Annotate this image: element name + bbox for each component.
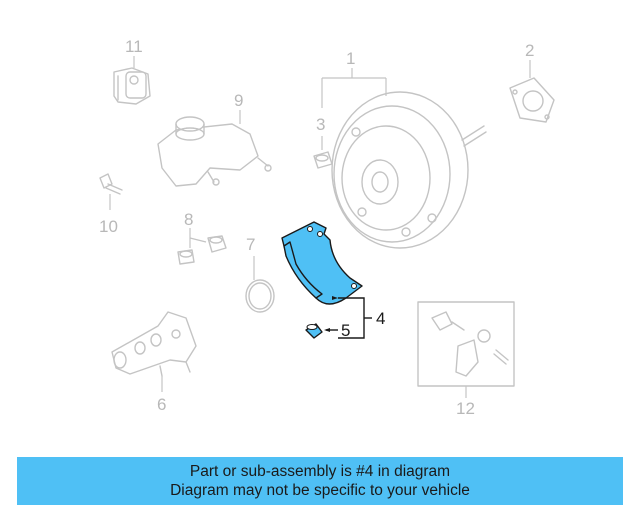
banner-line-1: Part or sub-assembly is #4 in diagram <box>189 463 451 480</box>
part-4-heat-shield[interactable] <box>281 221 363 305</box>
part-10-bolt[interactable] <box>99 173 123 195</box>
part-2-gasket-plate[interactable] <box>509 77 555 123</box>
part-8-nuts[interactable] <box>177 235 227 265</box>
callout-9: 9 <box>234 91 243 110</box>
callout-12: 12 <box>456 399 475 418</box>
callout-8: 8 <box>184 210 193 229</box>
callout-4: 4 <box>376 309 385 328</box>
callout-2: 2 <box>525 41 534 60</box>
info-banner: Part or sub-assembly is #4 in diagram Di… <box>17 457 623 505</box>
callout-5: 5 <box>341 321 350 340</box>
part-12-sensor-group[interactable] <box>417 301 515 387</box>
part-7-o-ring[interactable] <box>245 279 275 313</box>
part-3-seal[interactable] <box>313 151 333 169</box>
callout-3: 3 <box>316 115 325 134</box>
part-9-reservoir[interactable] <box>157 116 272 187</box>
parts-diagram: 11 2 1 3 <box>99 37 555 418</box>
callout-11: 11 <box>125 37 143 56</box>
callout-6: 6 <box>157 395 166 414</box>
part-11-mount-bracket[interactable] <box>113 67 151 105</box>
part-1-brake-booster[interactable] <box>331 91 487 249</box>
part-6-master-cylinder[interactable] <box>111 311 197 377</box>
callout-1: 1 <box>346 49 355 68</box>
banner-line-2: Diagram may not be specific to your vehi… <box>170 482 470 499</box>
callout-7: 7 <box>246 235 255 254</box>
part-5-clip[interactable] <box>305 323 323 339</box>
callout-10: 10 <box>99 217 118 236</box>
